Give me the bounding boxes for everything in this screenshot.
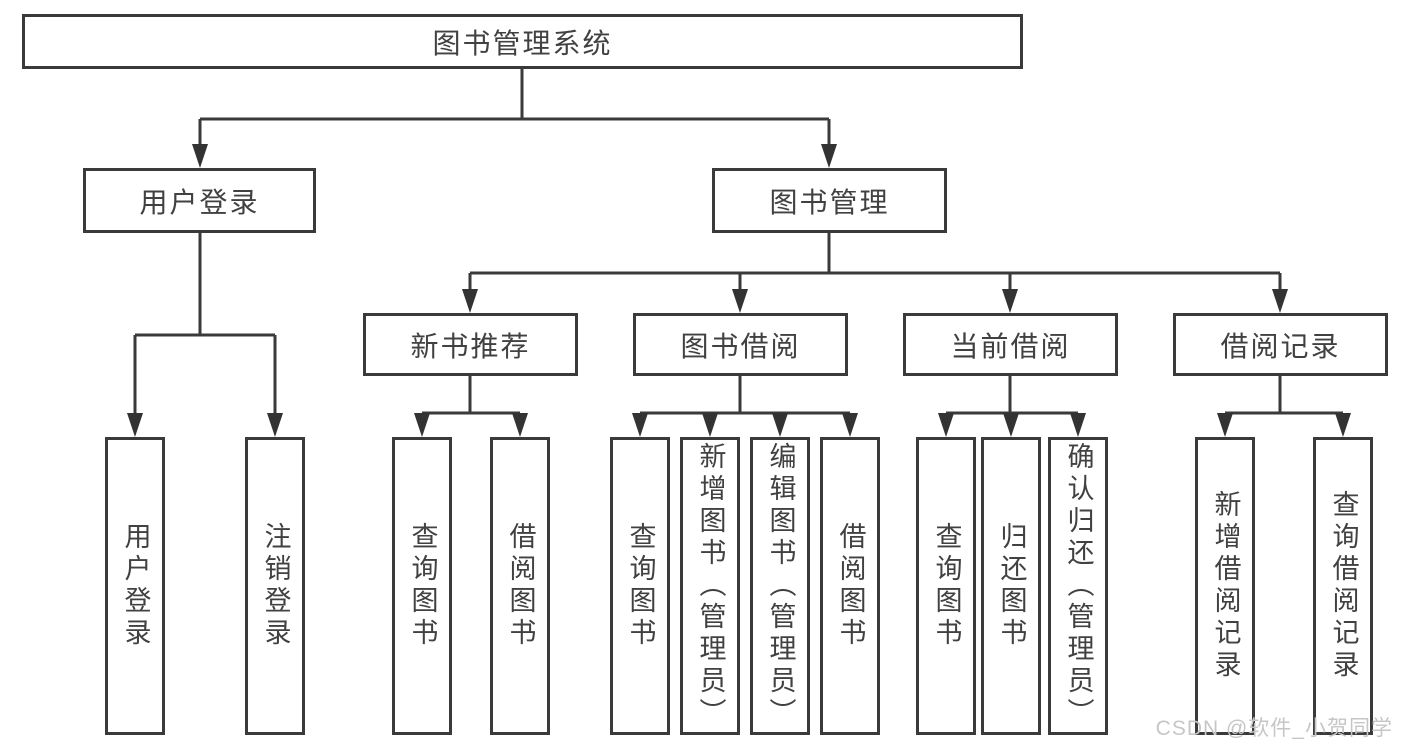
arrowheads [127, 144, 1351, 437]
arrowhead [1335, 413, 1351, 437]
leaf-records-add-record: 新增借阅记录 [1195, 437, 1255, 735]
root-node-library-system: 图书管理系统 [22, 14, 1023, 69]
arrowhead [732, 289, 748, 313]
arrowhead [632, 413, 648, 437]
arrowhead [842, 413, 858, 437]
arrowhead [267, 413, 283, 437]
leaf-borrowing-query-books: 查询图书 [610, 437, 670, 735]
leaf-borrowing-borrow-books: 借阅图书 [820, 437, 880, 735]
connector-current-to-leaves [944, 376, 1080, 418]
leaf-recommend-borrow-books: 借阅图书 [490, 437, 550, 735]
leaf-user-login: 用户登录 [105, 437, 165, 735]
arrowhead [772, 413, 788, 437]
arrowhead [702, 413, 718, 437]
arrowhead [512, 413, 528, 437]
connector-borrowing-to-leaves [638, 376, 852, 418]
connector-lines [133, 69, 1345, 418]
arrowhead [1070, 413, 1086, 437]
connector-bookmgmt-to-level2 [468, 233, 1282, 295]
arrowhead [1217, 413, 1233, 437]
leaf-records-query-record: 查询借阅记录 [1313, 437, 1373, 735]
leaf-logout: 注销登录 [245, 437, 305, 735]
csdn-watermark: CSDN @软件_小贺同学 [1155, 717, 1393, 740]
node-book-management: 图书管理 [712, 168, 947, 233]
leaf-borrowing-edit-books-admin: 编辑图书（管理员） [750, 437, 810, 735]
leaf-borrowing-add-books-admin: 新增图书（管理员） [680, 437, 740, 735]
leaf-recommend-query-books: 查询图书 [392, 437, 452, 735]
node-book-borrowing: 图书借阅 [633, 313, 848, 376]
arrowhead [127, 413, 143, 437]
arrowhead [414, 413, 430, 437]
connector-root-to-level1 [198, 69, 831, 150]
node-borrowing-records: 借阅记录 [1173, 313, 1388, 376]
leaf-current-query-books: 查询图书 [916, 437, 976, 735]
connector-records-to-leaves [1223, 376, 1345, 418]
arrowhead [821, 144, 837, 168]
leaf-current-confirm-return-admin: 确认归还（管理员） [1048, 437, 1108, 735]
arrowhead [1272, 289, 1288, 313]
connector-newbook-to-leaves [420, 376, 522, 418]
node-new-book-recommend: 新书推荐 [363, 313, 578, 376]
arrowhead [192, 144, 208, 168]
node-user-login: 用户登录 [83, 168, 316, 233]
arrowhead [462, 289, 478, 313]
arrowhead [1002, 289, 1018, 313]
arrowhead [938, 413, 954, 437]
node-current-borrowing: 当前借阅 [903, 313, 1118, 376]
connector-userlogin-to-leaves [133, 233, 277, 418]
leaf-current-return-books: 归还图书 [981, 437, 1041, 735]
arrowhead [1003, 413, 1019, 437]
